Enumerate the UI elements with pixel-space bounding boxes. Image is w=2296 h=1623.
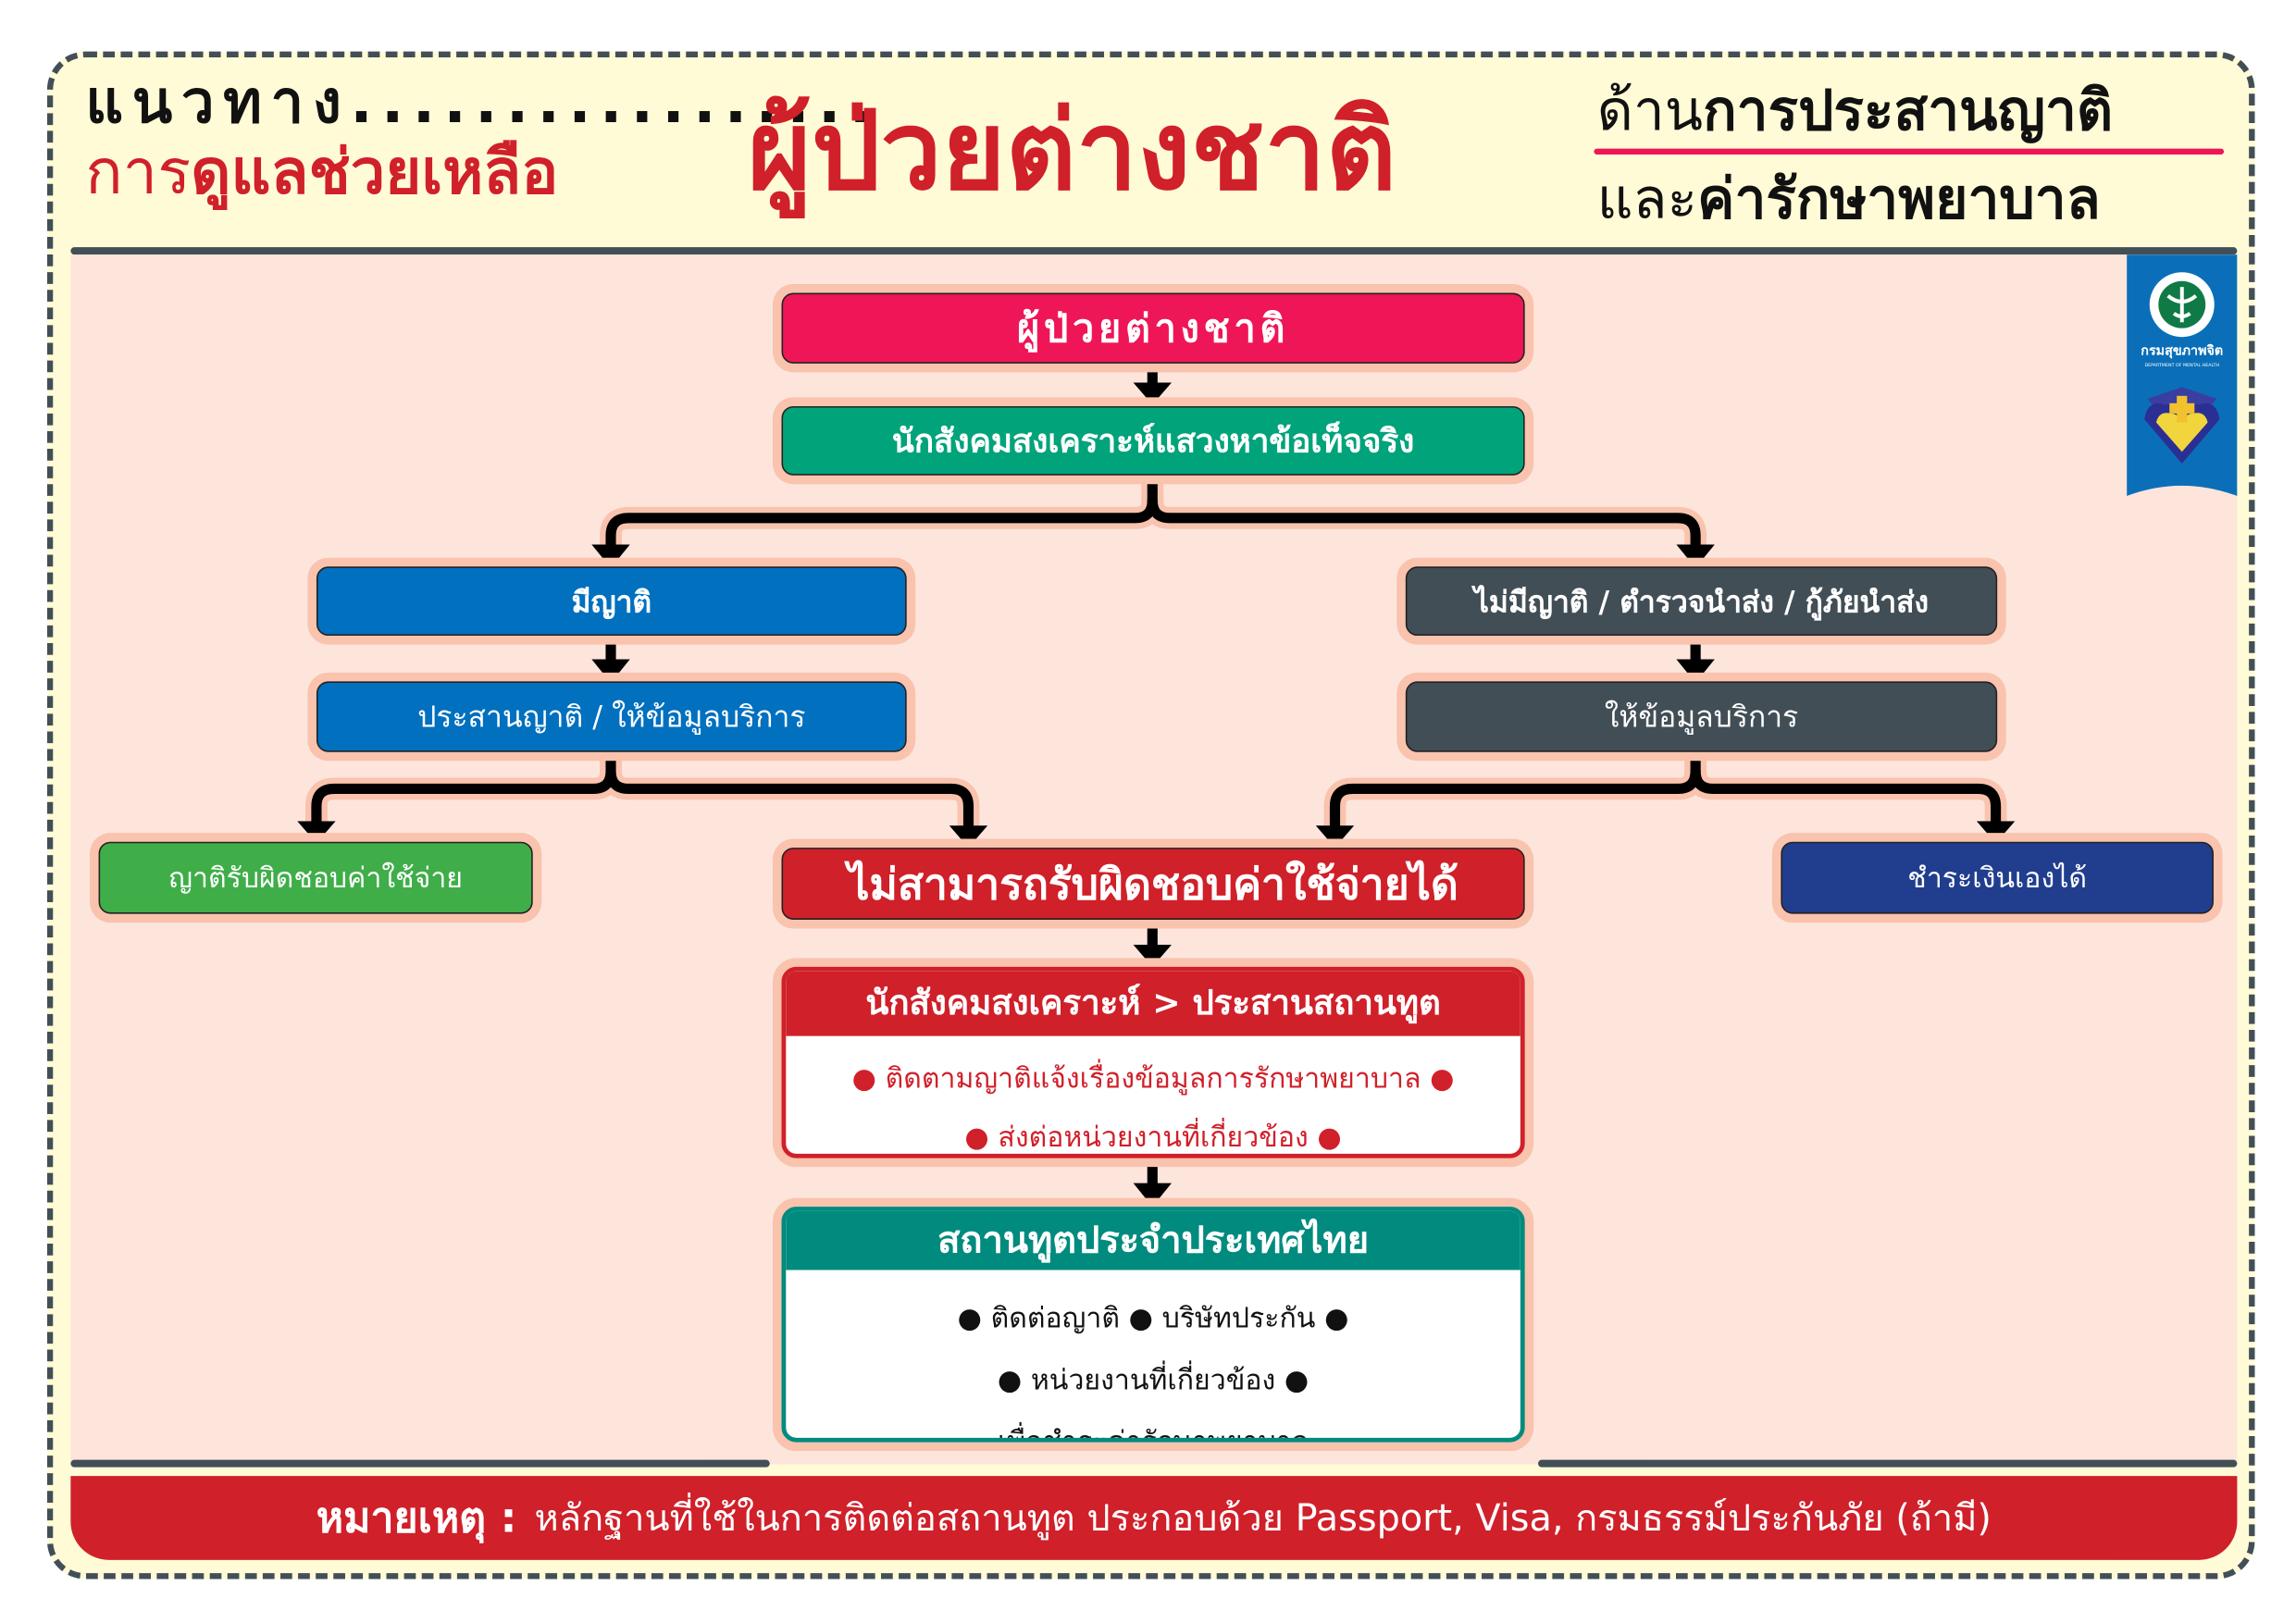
care-label-light: การ (85, 135, 192, 208)
card-title: สถานทูตประจำประเทศไทย (786, 1210, 1520, 1270)
department-logo: กรมสุขภาพจิต DEPARTMENT OF MENTAL HEALTH (2127, 254, 2238, 496)
title-divider (1594, 148, 2225, 155)
right-title-line2: และค่ารักษาพยาบาล (1597, 170, 2101, 226)
item-text: บริษัทประกัน (1161, 1302, 1316, 1335)
box-no-relatives: ไม่มีญาติ / ตำรวจนำส่ง / กู้ภัยนำส่ง (1405, 566, 1998, 637)
card-embassy-coordination: นักสังคมสงเคราะห์ > ประสานสถานทูต ● ติดต… (781, 966, 1525, 1158)
box-self-pay: ชำระเงินเองได้ (1781, 841, 2214, 914)
footer-note: หมายเหตุ : หลักฐานที่ใช้ในการติดต่อสถานท… (70, 1476, 2238, 1560)
card-purpose: เพื่อชำระค่ารักษาพยาบาล (997, 1426, 1309, 1443)
card-item: ● ติดตามญาติแจ้งเรื่องข้อมูลการรักษาพยาบ… (851, 1062, 1455, 1096)
right-line2-bold: ค่ารักษาพยาบาล (1697, 166, 2101, 231)
care-label: การดูแลช่วยเหลือ (85, 141, 558, 204)
box-coordinate-relatives: ประสานญาติ / ให้ข้อมูลบริการ (316, 681, 907, 752)
right-line1-light: ด้าน (1596, 78, 1704, 143)
card-item: ● ส่งต่อหน่วยงานที่เกี่ยวข้อง ● (964, 1121, 1342, 1154)
box-cannot-pay: ไม่สามารถรับผิดชอบค่าใช้จ่ายได้ (781, 848, 1525, 920)
bottom-divider-right (1537, 1459, 2238, 1468)
card-item-row: ● หน่วยงานที่เกี่ยวข้อง ● (997, 1364, 1309, 1397)
item-text: ส่งต่อหน่วยงานที่เกี่ยวข้อง (998, 1121, 1309, 1154)
right-line1-bold: การประสานญาติ (1703, 78, 2114, 143)
card-thai-embassy: สถานทูตประจำประเทศไทย ● ติดต่อญาติ ● บริ… (781, 1207, 1525, 1443)
box-has-relatives: มีญาติ (316, 566, 907, 637)
right-line2-light: และ (1596, 166, 1698, 231)
care-label-bold: ดูแลช่วยเหลือ (191, 135, 559, 208)
logo-org-th: กรมสุขภาพจิต (2141, 344, 2224, 360)
note-label: หมายเหตุ : (316, 1493, 517, 1542)
item-text: ติดต่อญาติ (990, 1302, 1121, 1335)
main-title: ผู้ป่วยต่างชาติ (747, 88, 1397, 216)
box-relatives-pay: ญาติรับผิดชอบค่าใช้จ่าย (98, 841, 533, 914)
box-foreign-patient: ผู้ป่วยต่างชาติ (781, 292, 1525, 364)
item-text: หน่วยงานที่เกี่ยวข้อง (1030, 1364, 1276, 1397)
bottom-divider-left (70, 1459, 770, 1468)
box-social-worker-facts: นักสังคมสงเคราะห์แสวงหาข้อเท็จจริง (781, 405, 1525, 476)
item-text: ติดตามญาติแจ้งเรื่องข้อมูลการรักษาพยาบาล (885, 1062, 1421, 1096)
header-divider (70, 247, 2238, 255)
card-title: นักสังคมสงเคราะห์ > ประสานสถานทูต (786, 971, 1520, 1036)
card-item-row: ● ติดต่อญาติ ● บริษัทประกัน ● (957, 1302, 1349, 1335)
right-title-line1: ด้านการประสานญาติ (1597, 82, 2114, 138)
logo-org-en: DEPARTMENT OF MENTAL HEALTH (2144, 362, 2220, 368)
note-text: หลักฐานที่ใช้ในการติดต่อสถานทูต ประกอบด้… (534, 1495, 1992, 1539)
guideline-label: แนวทาง................. (85, 68, 881, 137)
box-provide-info: ให้ข้อมูลบริการ (1405, 681, 1998, 752)
